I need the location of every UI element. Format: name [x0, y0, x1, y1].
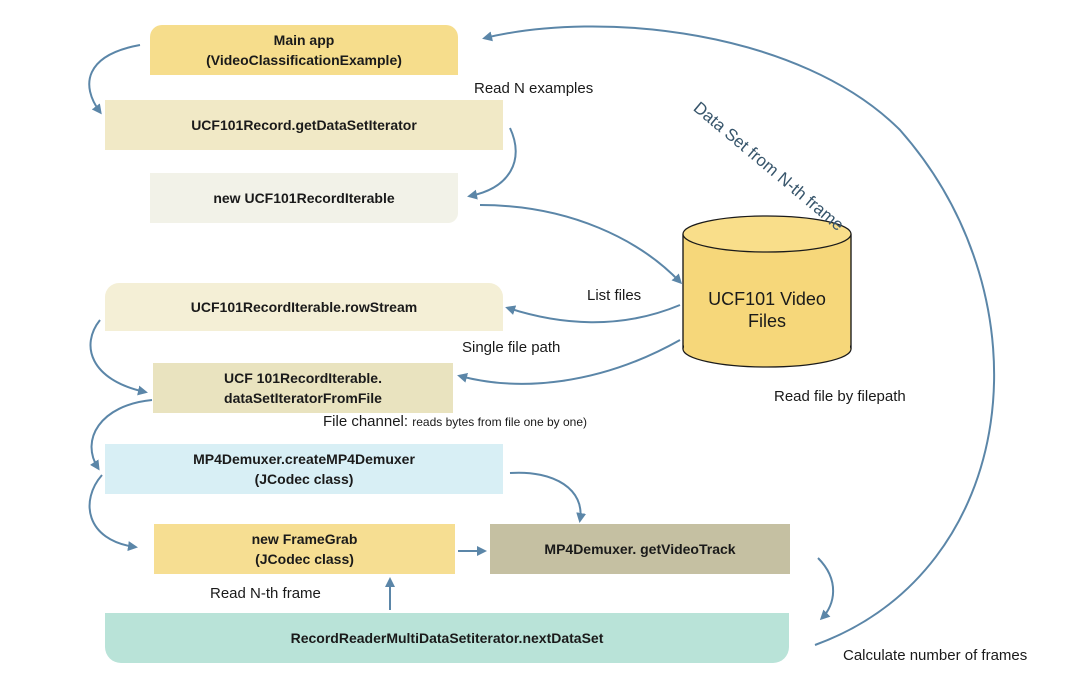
- get-iterator-label: UCF101Record.getDataSetIterator: [191, 117, 417, 133]
- arrow-demuxer-to-framegrab: [88, 474, 138, 551]
- arrow-iterator-to-iterable: [467, 127, 517, 200]
- framegrab-line1: new FrameGrab: [251, 531, 358, 547]
- framegrab-line2: (JCodec class): [255, 551, 354, 567]
- label-read-n-examples: Read N examples: [474, 80, 594, 97]
- main-app-title: Main app: [273, 32, 335, 48]
- dataset-iterator-line1: UCF 101RecordIterable.: [224, 370, 382, 386]
- row-stream-label: UCF101RecordIterable.rowStream: [190, 299, 418, 315]
- row-stream-box: UCF101RecordIterable.rowStream: [105, 283, 503, 331]
- main-app-box: Main app (VideoClassificationExample): [150, 25, 458, 75]
- arrow-main-to-iterator: [88, 44, 141, 115]
- video-files-cylinder: [682, 215, 852, 368]
- label-single-file-path: Single file path: [462, 339, 561, 356]
- new-iterable-box: new UCF101RecordIterable: [150, 173, 458, 223]
- dataset-iterator-line2: dataSetIteratorFromFile: [224, 390, 382, 406]
- video-files-line1: UCF101 Video: [708, 289, 826, 309]
- label-file-channel-detail: reads bytes from file one by one): [412, 415, 587, 429]
- arrow-files-to-datasetiter: [457, 339, 681, 385]
- arrow-files-to-rowstream: [505, 304, 681, 324]
- demuxer-box: MP4Demuxer.createMP4Demuxer (JCodec clas…: [105, 444, 503, 494]
- label-read-file: Read file by filepath: [774, 388, 906, 405]
- label-list-files: List files: [587, 287, 642, 304]
- video-files-label: UCF101 Video Files: [683, 288, 851, 332]
- arrow-nextdataset-to-mainapp: [482, 25, 996, 646]
- label-file-channel-prefix: File channel:: [323, 413, 409, 430]
- arrow-demuxer-to-videotrack: [509, 471, 587, 523]
- demuxer-line1: MP4Demuxer.createMP4Demuxer: [193, 451, 415, 467]
- dataset-iterator-box: UCF 101RecordIterable. dataSetIteratorFr…: [153, 363, 453, 413]
- get-iterator-box: UCF101Record.getDataSetIterator: [105, 100, 503, 150]
- video-files-line2: Files: [747, 311, 786, 331]
- next-dataset-label: RecordReaderMultiDataSetiterator.nextDat…: [290, 630, 604, 646]
- video-track-box: MP4Demuxer. getVideoTrack: [490, 524, 790, 574]
- label-read-nth-frame: Read N-th frame: [210, 585, 321, 602]
- demuxer-line2: (JCodec class): [254, 471, 354, 487]
- main-app-class: (VideoClassificationExample): [206, 52, 402, 68]
- arrow-videotrack-to-nextdataset: [817, 557, 835, 621]
- new-iterable-label: new UCF101RecordIterable: [213, 190, 395, 206]
- arrow-datasetiter-to-demuxer: [90, 399, 153, 471]
- arrow-rowstream-to-datasetiter: [89, 319, 148, 396]
- label-file-channel: File channel: reads bytes from file one …: [323, 413, 587, 430]
- arrow-iterable-to-files: [479, 204, 683, 285]
- video-track-label: MP4Demuxer. getVideoTrack: [544, 541, 736, 557]
- next-dataset-box: RecordReaderMultiDataSetiterator.nextDat…: [105, 613, 789, 663]
- label-calc-frames: Calculate number of frames: [843, 647, 1028, 664]
- framegrab-box: new FrameGrab (JCodec class): [154, 524, 455, 574]
